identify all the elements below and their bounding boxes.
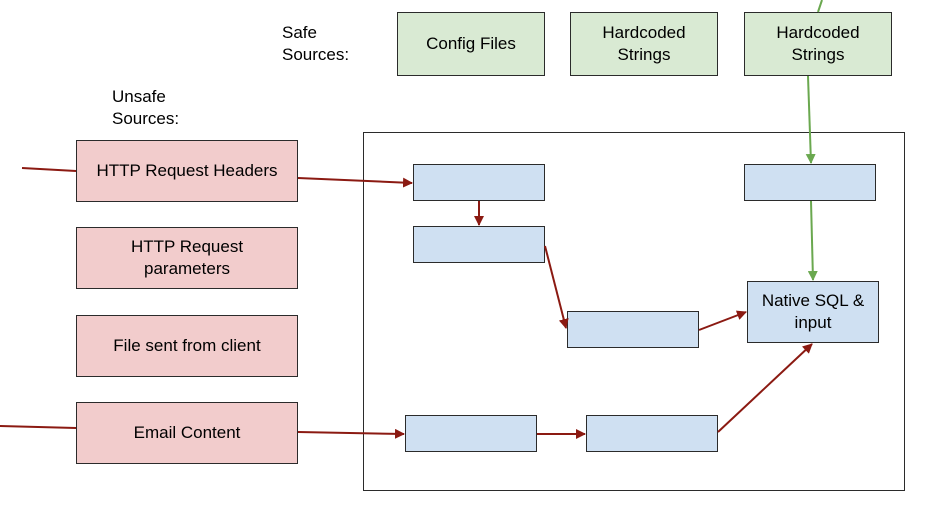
unsafe-source-email-content: Email Content xyxy=(76,402,298,464)
arrow-incoming-safe xyxy=(817,0,823,13)
unsafe-source-label: HTTP Request Headers xyxy=(96,161,278,180)
safe-source-label: Config Files xyxy=(426,34,516,53)
process-node-5 xyxy=(405,415,537,452)
safe-sources-label: Safe Sources: xyxy=(282,23,350,64)
process-node-3 xyxy=(567,311,699,348)
safe-source-hardcoded-strings-2: Hardcoded Strings xyxy=(744,12,892,76)
sink-label: Native SQL & input xyxy=(761,291,865,332)
application-boundary xyxy=(363,132,905,491)
unsafe-source-label: File sent from client xyxy=(113,336,261,355)
unsafe-sources-label: Unsafe Sources: xyxy=(112,87,180,128)
unsafe-source-file-sent-from-client: File sent from client xyxy=(76,315,298,377)
sink-native-sql-input: Native SQL & input xyxy=(747,281,879,343)
arrow-incoming-http-headers xyxy=(21,167,77,172)
unsafe-source-http-request-headers: HTTP Request Headers xyxy=(76,140,298,202)
process-node-1 xyxy=(413,164,545,201)
safe-source-hardcoded-strings-1: Hardcoded Strings xyxy=(570,12,718,76)
arrow-incoming-email xyxy=(0,425,77,429)
safe-source-label: Hardcoded Strings xyxy=(776,23,860,64)
process-node-4 xyxy=(744,164,876,201)
unsafe-source-http-request-parameters: HTTP Request parameters xyxy=(76,227,298,289)
safe-source-label: Hardcoded Strings xyxy=(602,23,686,64)
process-node-6 xyxy=(586,415,718,452)
unsafe-source-label: HTTP Request parameters xyxy=(130,237,244,278)
safe-source-config-files: Config Files xyxy=(397,12,545,76)
unsafe-source-label: Email Content xyxy=(133,423,241,442)
process-node-2 xyxy=(413,226,545,263)
